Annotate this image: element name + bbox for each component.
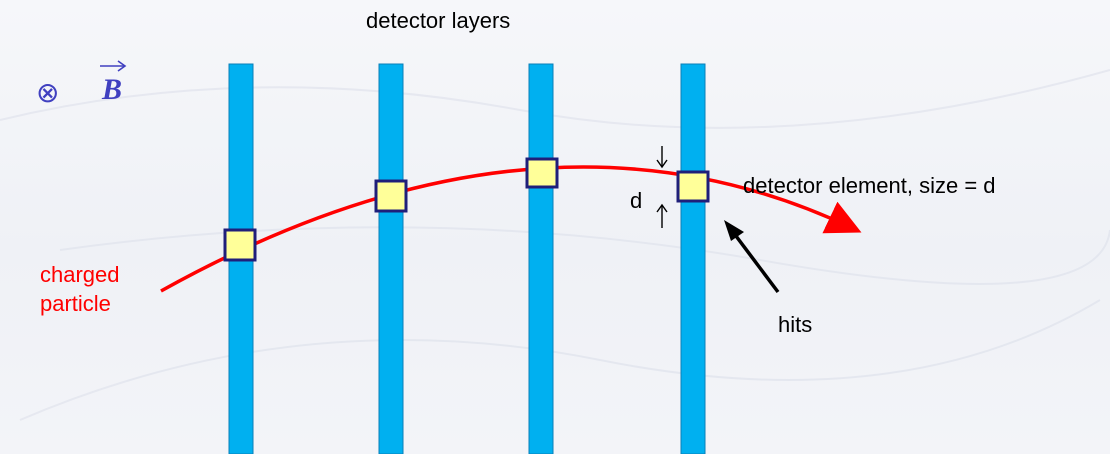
hit-box-1: [223, 228, 257, 262]
hit-box-4: [676, 170, 710, 203]
particle-label-line2: particle: [40, 291, 111, 316]
diagram-title: detector layers: [366, 8, 510, 33]
element-label: detector element, size = d: [743, 173, 996, 198]
detector-layer-2: [378, 63, 404, 454]
background-texture: [0, 69, 1110, 421]
particle-track: [160, 165, 862, 293]
vector-arrow-icon: [100, 60, 127, 72]
detector-layer-3: [528, 63, 554, 454]
hit-box-2: [374, 179, 408, 213]
hits-group: [223, 157, 710, 262]
detector-layers: [228, 63, 706, 454]
detector-layer-4: [680, 63, 706, 454]
hits-arrow: [724, 220, 780, 294]
size-d-arrows: [656, 146, 668, 228]
particle-label-line1: charged: [40, 262, 120, 287]
field-label: B: [101, 73, 122, 106]
hit-box-3: [525, 157, 559, 189]
hits-label: hits: [778, 312, 812, 337]
field-direction-icon: ⊗: [36, 76, 59, 109]
size-label: d: [630, 188, 642, 213]
